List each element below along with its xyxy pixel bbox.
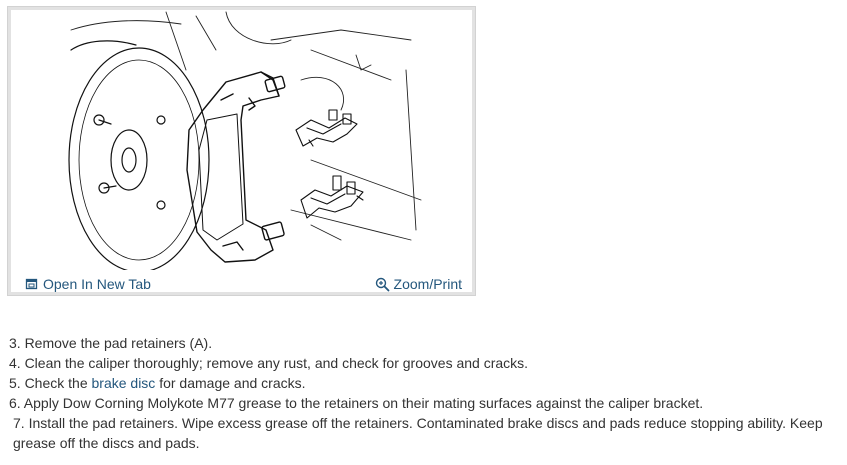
magnifier-zoom-icon [375,277,389,291]
step-5-text-after: for damage and cracks. [155,375,306,391]
figure-frame: Open In New Tab Zoom/Print [7,6,476,296]
step-7: 7. Install the pad retainers. Wipe exces… [13,415,823,451]
caliper-diagram [68,11,422,270]
zoom-print-link[interactable]: Zoom/Print [375,276,462,292]
open-in-new-tab-icon [25,278,38,290]
zoom-print-label: Zoom/Print [393,276,462,292]
step-3: 3. Remove the pad retainers (A). [9,335,213,351]
procedure-steps: 3. Remove the pad retainers (A). 4. Clea… [9,333,839,453]
brake-disc-link[interactable]: brake disc [91,375,156,391]
step-6: 6. Apply Dow Corning Molykote M77 grease… [9,395,704,411]
step-5: 5. Check the brake disc for damage and c… [9,373,839,393]
step-5-text-before: 5. Check the [9,375,92,391]
figure-panel: Open In New Tab Zoom/Print [11,10,472,292]
open-in-new-tab-label: Open In New Tab [43,276,151,292]
open-in-new-tab-link[interactable]: Open In New Tab [25,276,151,292]
step-4: 4. Clean the caliper thoroughly; remove … [9,355,529,371]
